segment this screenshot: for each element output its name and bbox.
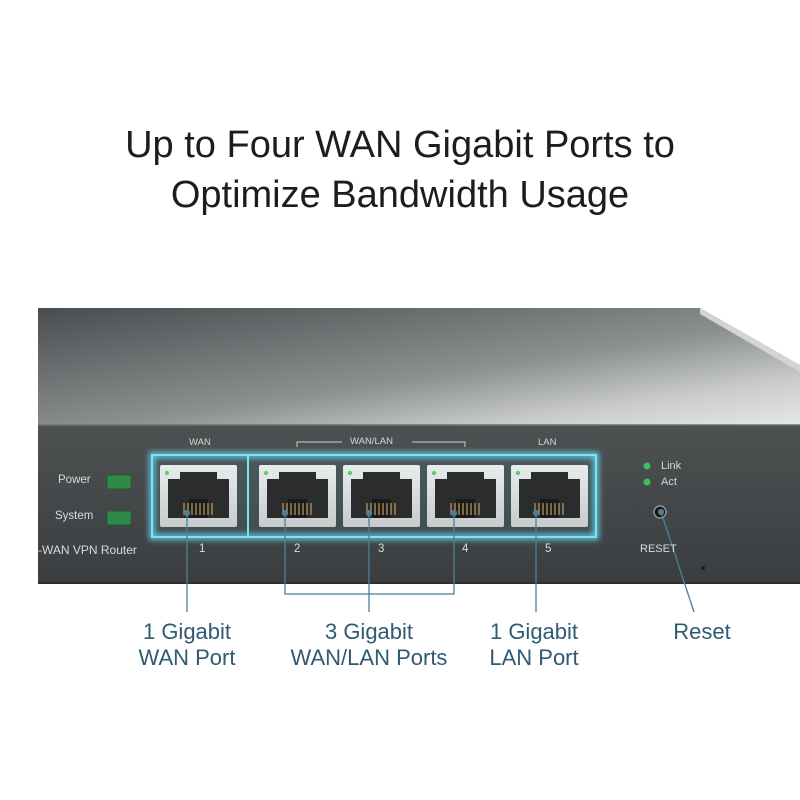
link-label: Link xyxy=(661,460,682,472)
lan-group-label: LAN xyxy=(538,437,557,448)
rj45-port-1[interactable] xyxy=(160,465,237,527)
callout-dot-port-4 xyxy=(450,509,458,517)
router-top-surface xyxy=(38,308,800,425)
callout-wan-port-line-1: 1 Gigabit xyxy=(142,619,232,644)
callout-reset: Reset xyxy=(652,619,752,645)
callout-lan-port-line-2: LAN Port xyxy=(489,645,579,670)
rj45-port-5[interactable] xyxy=(511,465,588,527)
headline-line-1: Up to Four WAN Gigabit Ports to xyxy=(125,124,675,166)
headline: Up to Four WAN Gigabit Ports to Optimize… xyxy=(0,120,800,220)
wan-lan-group-label: WAN/LAN xyxy=(350,436,393,447)
callout-dot-reset xyxy=(657,508,665,516)
rj45-port-4[interactable] xyxy=(427,465,504,527)
port-number-3: 3 xyxy=(378,543,385,555)
rj45-port-2[interactable] xyxy=(259,465,336,527)
link-led xyxy=(643,462,651,470)
callout-reset-line-1: Reset xyxy=(673,619,731,644)
callout-dot-wan xyxy=(183,509,191,517)
callout-dot-lan xyxy=(532,509,540,517)
callout-dot-port-3 xyxy=(365,509,373,517)
system-led xyxy=(106,510,132,526)
headline-line-2: Optimize Bandwidth Usage xyxy=(170,174,630,216)
port-number-4: 4 xyxy=(462,543,469,555)
callout-wan-port: 1 Gigabit WAN Port xyxy=(117,619,257,671)
rj45-port-3[interactable] xyxy=(343,465,420,527)
callout-line-wan-lan xyxy=(284,513,455,612)
panel-screw xyxy=(701,566,705,570)
callout-lines xyxy=(183,508,695,613)
callout-line-reset xyxy=(660,511,695,613)
callout-wan-lan-ports-line-2: WAN/LAN Ports xyxy=(290,645,448,670)
port-number-2: 2 xyxy=(294,543,301,555)
wan-lan-bracket xyxy=(296,441,466,447)
model-label: -WAN VPN Router xyxy=(38,543,137,557)
power-led xyxy=(106,474,132,490)
router-edge xyxy=(700,308,800,372)
callout-wan-lan-ports-line-1: 3 Gigabit xyxy=(324,619,414,644)
power-led-label: Power xyxy=(58,474,91,486)
wan-group-label: WAN xyxy=(189,437,211,448)
callout-wan-port-line-2: WAN Port xyxy=(138,645,236,670)
callout-lan-port: 1 Gigabit LAN Port xyxy=(466,619,602,671)
act-led xyxy=(643,478,651,486)
callout-lan-port-line-1: 1 Gigabit xyxy=(489,619,579,644)
port-number-1: 1 xyxy=(199,543,206,555)
system-led-label: System xyxy=(55,510,94,522)
callout-dot-port-2 xyxy=(281,509,289,517)
callout-wan-lan-ports: 3 Gigabit WAN/LAN Ports xyxy=(269,619,469,671)
act-label: Act xyxy=(661,476,677,488)
port-number-5: 5 xyxy=(545,543,552,555)
reset-label: RESET xyxy=(640,543,677,555)
